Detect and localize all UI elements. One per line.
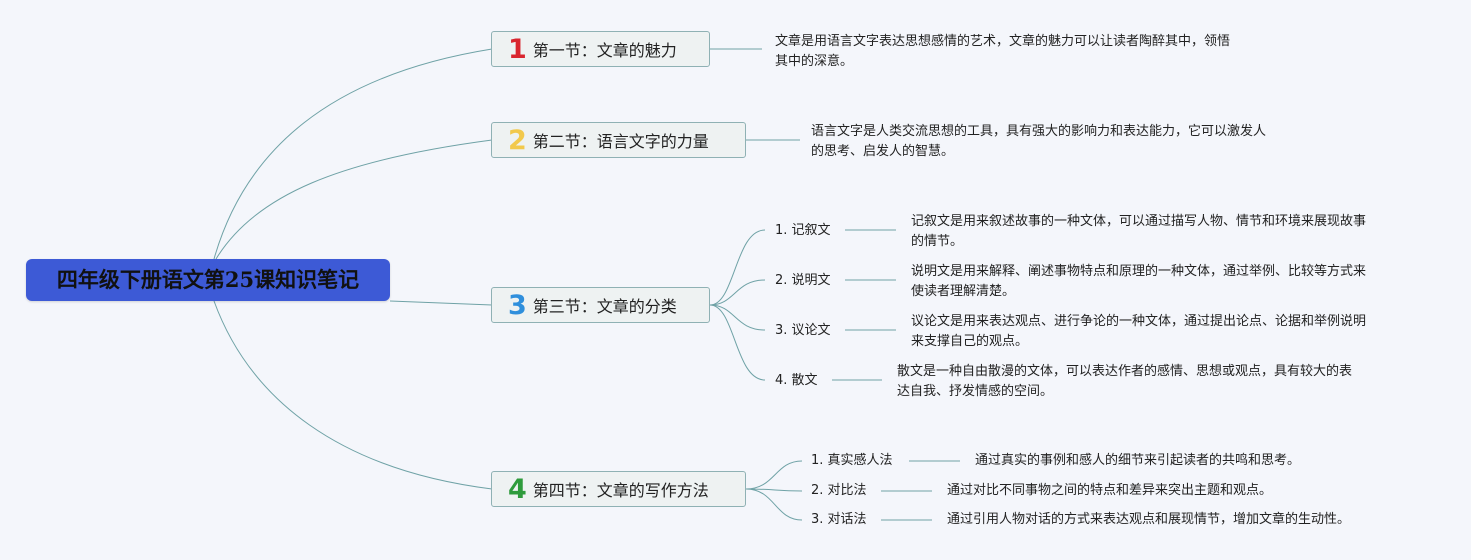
link-s4-item-3: [745, 488, 803, 521]
s3-item-4-desc-line-1: 散文是一种自由散漫的文体，可以表达作者的感情、思想或观点，具有较大的表: [897, 364, 1353, 379]
section-4-item-2-description: 通过对比不同事物之间的特点和差异来突出主题和观点。: [947, 483, 1273, 498]
s3-item-2-desc-line-1: 说明文是用来解释、阐述事物特点和原理的一种文体，通过举例、比较等方式来: [911, 264, 1367, 279]
link-s3-item-1: [709, 229, 766, 306]
section-4-item-2[interactable]: 2. 对比法: [811, 483, 867, 498]
section-2-desc-line-2: 的思考、启发人的智慧。: [811, 144, 955, 159]
section-3-item-2-description: 说明文是用来解释、阐述事物特点和原理的一种文体，通过举例、比较等方式来 使读者理…: [911, 262, 1431, 302]
section-1-desc-line-2: 其中的深意。: [775, 54, 854, 69]
section-1-node[interactable]: 1 第一节：文章的魅力: [491, 31, 710, 67]
root-title: 四年级下册语文第25课知识笔记: [56, 267, 360, 292]
link-s3-item-2: [709, 279, 766, 306]
s3-item-2-desc-line-2: 使读者理解清楚。: [911, 284, 1016, 299]
number-2-icon: 2: [508, 124, 527, 156]
section-3-item-1[interactable]: 1. 记叙文: [775, 223, 831, 238]
number-4-icon: 4: [508, 473, 527, 505]
section-3-item-4-description: 散文是一种自由散漫的文体，可以表达作者的感情、思想或观点，具有较大的表 达自我、…: [897, 362, 1417, 402]
link-root-section-4: [213, 300, 493, 490]
s3-item-3-desc-line-1: 议论文是用来表达观点、进行争论的一种文体，通过提出论点、论据和举例说明: [911, 314, 1367, 329]
link-s4-item-2: [745, 488, 803, 492]
section-3-item-3[interactable]: 3. 议论文: [775, 323, 831, 338]
section-2-description: 语言文字是人类交流思想的工具，具有强大的影响力和表达能力，它可以激发人 的思考、…: [811, 122, 1331, 162]
section-4-node[interactable]: 4 第四节：文章的写作方法: [491, 471, 746, 507]
section-2-node[interactable]: 2 第二节：语言文字的力量: [491, 122, 746, 158]
s3-item-1-desc-line-1: 记叙文是用来叙述故事的一种文体，可以通过描写人物、情节和环境来展现故事: [911, 214, 1367, 229]
s3-item-4-desc-line-2: 达自我、抒发情感的空间。: [897, 384, 1054, 399]
link-root-section-1: [213, 48, 493, 260]
section-4-item-1-description: 通过真实的事例和感人的细节来引起读者的共鸣和思考。: [975, 453, 1301, 468]
section-4-label: 第四节：文章的写作方法: [532, 481, 709, 500]
section-2-label: 第二节：语言文字的力量: [532, 132, 709, 151]
section-3-item-3-description: 议论文是用来表达观点、进行争论的一种文体，通过提出论点、论据和举例说明 来支撑自…: [911, 312, 1431, 352]
link-s4-item-1: [745, 460, 803, 490]
section-1-label: 第一节：文章的魅力: [532, 41, 677, 60]
section-3-node[interactable]: 3 第三节：文章的分类: [491, 287, 710, 323]
section-3-item-2[interactable]: 2. 说明文: [775, 273, 831, 288]
s3-item-1-desc-line-2: 的情节。: [911, 234, 964, 249]
link-s3-item-4: [709, 304, 766, 381]
link-root-section-3: [389, 300, 493, 306]
number-1-icon: 1: [508, 33, 527, 65]
number-3-icon: 3: [508, 289, 527, 321]
section-3-item-1-description: 记叙文是用来叙述故事的一种文体，可以通过描写人物、情节和环境来展现故事 的情节。: [911, 212, 1431, 252]
section-1-desc-line-1: 文章是用语言文字表达思想感情的艺术，文章的魅力可以让读者陶醉其中，领悟: [775, 34, 1231, 49]
section-2-desc-line-1: 语言文字是人类交流思想的工具，具有强大的影响力和表达能力，它可以激发人: [811, 124, 1267, 139]
section-4-item-1[interactable]: 1. 真实感人法: [811, 453, 893, 468]
section-3-label: 第三节：文章的分类: [532, 297, 677, 316]
link-root-section-2: [215, 139, 493, 260]
link-s3-item-3: [709, 304, 766, 331]
root-topic[interactable]: 四年级下册语文第25课知识笔记: [26, 259, 390, 301]
section-1-description: 文章是用语言文字表达思想感情的艺术，文章的魅力可以让读者陶醉其中，领悟 其中的深…: [775, 32, 1295, 72]
section-4-item-3[interactable]: 3. 对话法: [811, 512, 867, 527]
section-4-item-3-description: 通过引用人物对话的方式来表达观点和展现情节，增加文章的生动性。: [947, 512, 1351, 527]
s3-item-3-desc-line-2: 来支撑自己的观点。: [911, 334, 1029, 349]
section-3-item-4[interactable]: 4. 散文: [775, 373, 818, 388]
